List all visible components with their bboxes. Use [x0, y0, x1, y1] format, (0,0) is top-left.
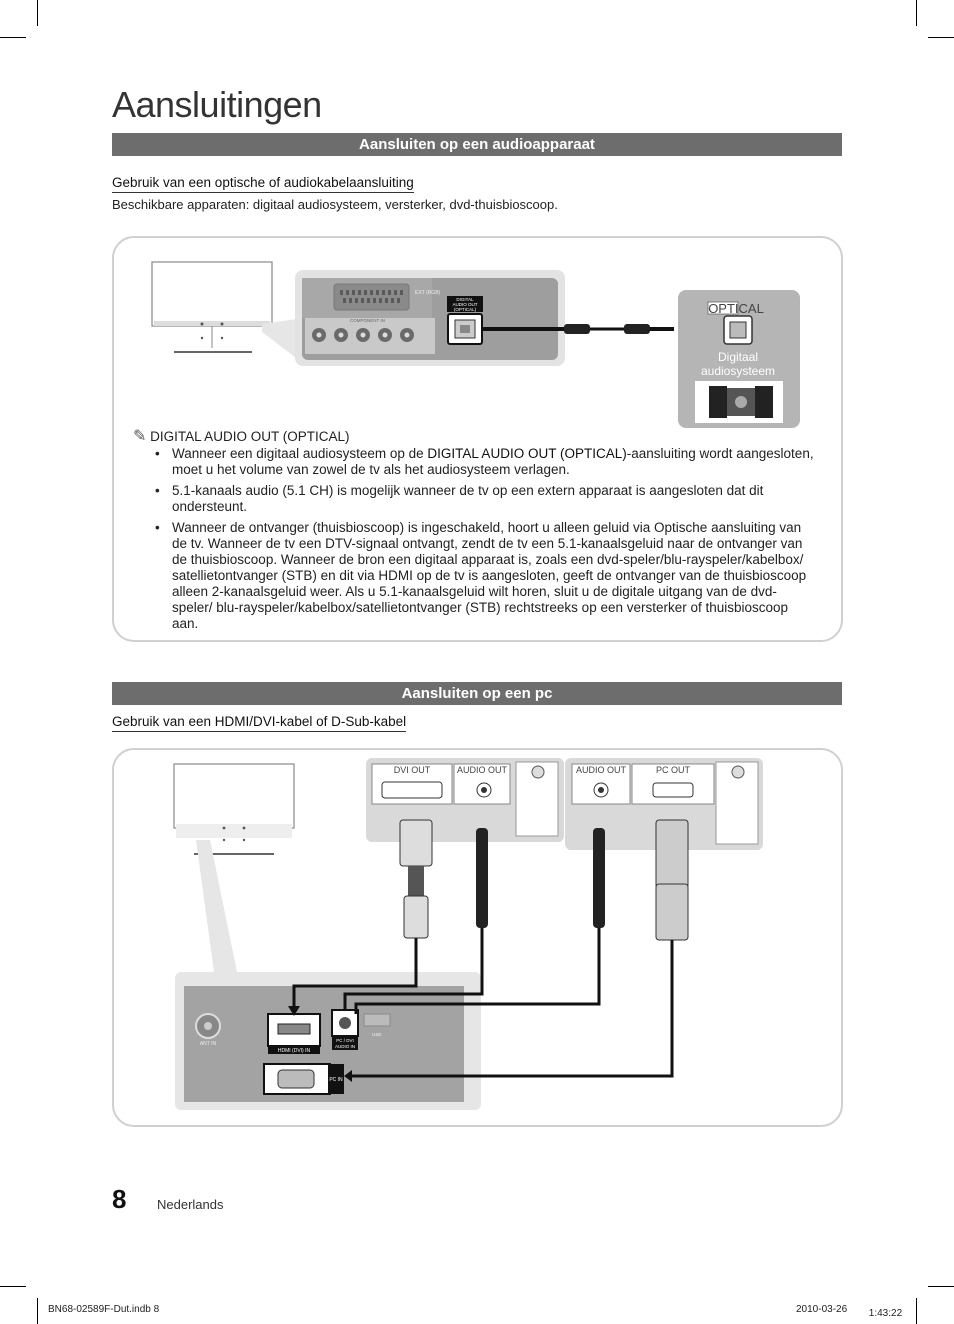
audio-out-label-2: AUDIO OUT: [576, 765, 627, 775]
optical-device-label: OPTICAL: [708, 301, 764, 316]
component-in-label: COMPONENT IN: [350, 318, 385, 323]
audio-cable-2: [354, 828, 605, 1014]
crop-mark: [928, 37, 954, 38]
notes-list: Wanneer een digitaal audiosysteem op de …: [155, 446, 815, 637]
audio-out-label-1: AUDIO OUT: [457, 765, 508, 775]
audio-cable-1: [343, 828, 488, 1010]
optical-port-label-3: (OPTICAL): [454, 307, 477, 312]
crop-mark: [916, 1298, 917, 1324]
crop-mark: [0, 37, 26, 38]
crop-mark: [37, 0, 38, 26]
tv-illustration: [173, 763, 295, 855]
crop-mark: [37, 1298, 38, 1324]
available-devices: Beschikbare apparaten: digitaal audiosys…: [112, 197, 558, 212]
device-name-2: audiosysteem: [701, 364, 775, 378]
subheading-optical: Gebruik van een optische of audiokabelaa…: [112, 175, 414, 193]
audio-system-illustration: [709, 386, 773, 418]
list-item: Wanneer een digitaal audiosysteem op de …: [155, 446, 815, 478]
language-label: Nederlands: [157, 1197, 224, 1212]
pencil-note-icon: ✎: [133, 428, 147, 445]
usb-label: USB: [372, 1032, 381, 1037]
section-bar-audio: Aansluiten op een audioapparaat: [112, 133, 842, 156]
footer-date: 2010-03-26: [796, 1304, 848, 1315]
footer-file: BN68-02589F-Dut.indb 8: [48, 1304, 160, 1315]
crop-mark: [916, 0, 917, 26]
note-heading: ✎ DIGITAL AUDIO OUT (OPTICAL): [133, 428, 350, 445]
optical-port-label-1: DIGITAL: [456, 297, 474, 302]
list-item: 5.1-kanaals audio (5.1 CH) is mogelijk w…: [155, 483, 815, 515]
pcdvi-label-1: PC / DVI: [336, 1038, 354, 1043]
section-bar-pc: Aansluiten op een pc: [112, 682, 842, 705]
dvi-hdmi-cable: [288, 819, 433, 1016]
ext-label: EXT (RGB): [415, 290, 441, 296]
list-item: Wanneer de ontvanger (thuisbioscoop) is …: [155, 520, 815, 632]
ant-in-label: ANT IN: [200, 1041, 217, 1047]
dvi-out-label: DVI OUT: [394, 765, 431, 775]
page-title: Aansluitingen: [112, 84, 322, 125]
crop-mark: [0, 1286, 26, 1287]
pc-out-label: PC OUT: [656, 765, 691, 775]
optical-port-label-2: AUDIO OUT: [452, 302, 477, 307]
subheading-pc: Gebruik van een HDMI/DVI-kabel of D-Sub-…: [112, 714, 407, 732]
dsub-cable: [344, 819, 689, 1082]
device-name-1: Digitaal: [718, 350, 758, 364]
pc-in-label: PC IN: [329, 1077, 343, 1083]
pcdvi-label-2: AUDIO IN: [335, 1044, 355, 1049]
page-number: 8: [112, 1184, 127, 1214]
crop-mark: [928, 1286, 954, 1287]
footer-time: 1:43:22: [856, 1308, 903, 1319]
hdmi-in-label: HDMI (DVI) IN: [278, 1048, 311, 1054]
pc-connection-diagram: ANT IN HDMI (DVI) IN PC / DVI AUDIO IN U…: [173, 758, 763, 1110]
optical-connection-diagram: EXT (RGB) COMPONENT IN DIGITAL AUDIO OUT…: [151, 261, 800, 428]
tv-illustration: [151, 261, 273, 353]
